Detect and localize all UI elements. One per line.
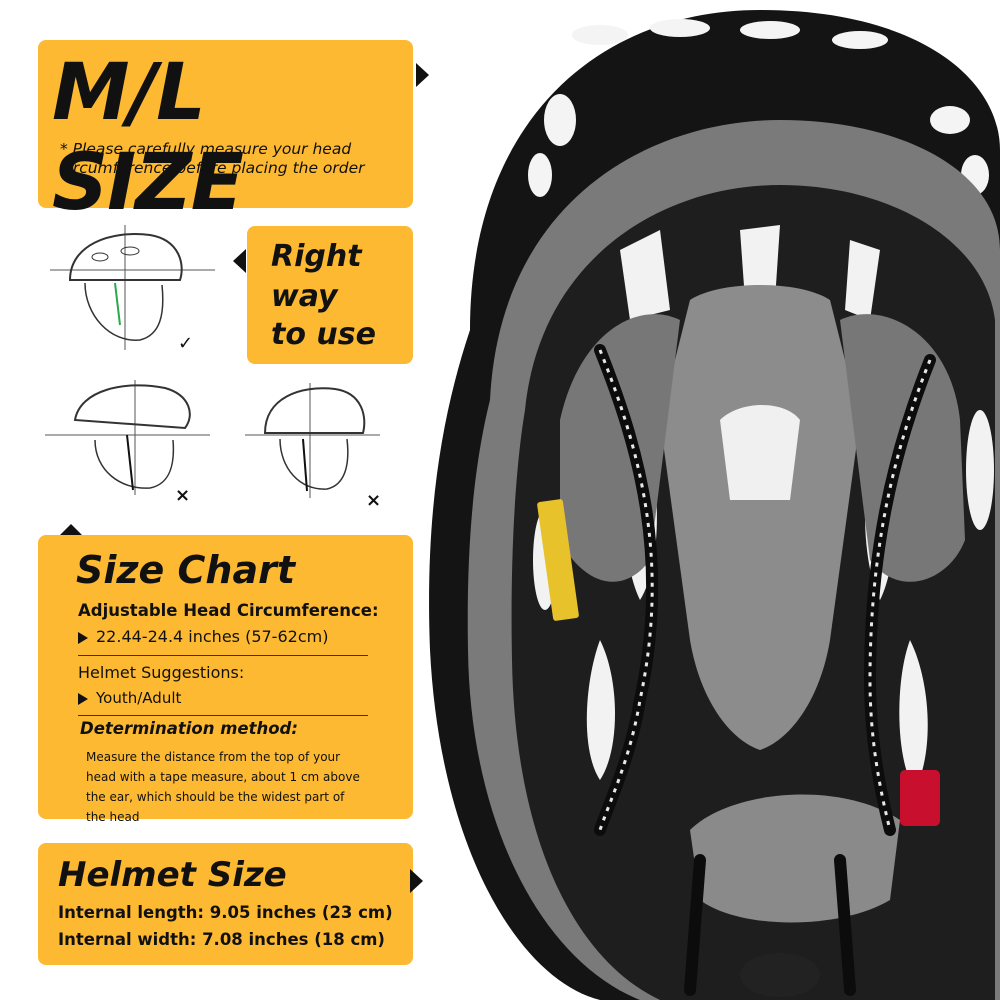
play-triangle-icon — [78, 631, 88, 644]
size-panel: M/L SIZE * Please carefully measure your… — [38, 40, 413, 228]
size-note: * Please carefully measure your head cir… — [60, 140, 365, 177]
usage-title-line-2: way — [271, 279, 338, 314]
suggestion-value: Youth/Adult — [96, 689, 182, 707]
suggestion-row: Youth/Adult — [78, 689, 181, 707]
size-panel-arrow-icon — [416, 63, 429, 87]
usage-title-line-1: Right — [271, 239, 362, 274]
wrong-fit-illustration-1 — [45, 380, 210, 495]
cross-icon: × — [175, 485, 191, 506]
method-text: Measure the distance from the top of you… — [86, 750, 360, 824]
check-icon: ✓ — [178, 333, 194, 354]
helmet-size-title: Helmet Size — [58, 855, 287, 895]
suggestion-label: Helmet Suggestions: — [78, 663, 245, 682]
divider — [78, 715, 368, 716]
cross-icon: × — [366, 490, 382, 511]
helmet-size-panel: Helmet Size Internal length: 9.05 inches… — [38, 843, 413, 965]
internal-length: Internal length: 9.05 inches (23 cm) — [58, 903, 393, 922]
internal-width: Internal width: 7.08 inches (18 cm) — [58, 930, 385, 949]
method-label: Determination method: — [80, 719, 298, 738]
wrong-fit-illustration-2 — [245, 383, 380, 498]
size-chart-title: Size Chart — [76, 548, 296, 592]
circumference-row: 22.44-24.4 inches (57-62cm) — [78, 627, 328, 646]
usage-panel-arrow-icon — [233, 249, 246, 273]
divider — [78, 655, 368, 656]
usage-title-line-3: to use — [271, 317, 376, 352]
play-triangle-icon — [78, 692, 88, 705]
size-chart-panel: Size Chart Adjustable Head Circumference… — [38, 535, 413, 824]
size-chart-arrow-icon — [60, 524, 82, 535]
size-title: M/L SIZE — [52, 48, 244, 228]
correct-fit-illustration — [50, 225, 215, 350]
usage-panel: Right way to use — [247, 226, 413, 364]
circumference-value: 22.44-24.4 inches (57-62cm) — [96, 627, 329, 646]
helmet-size-arrow-icon — [410, 869, 423, 893]
circumference-label: Adjustable Head Circumference: — [78, 601, 379, 620]
